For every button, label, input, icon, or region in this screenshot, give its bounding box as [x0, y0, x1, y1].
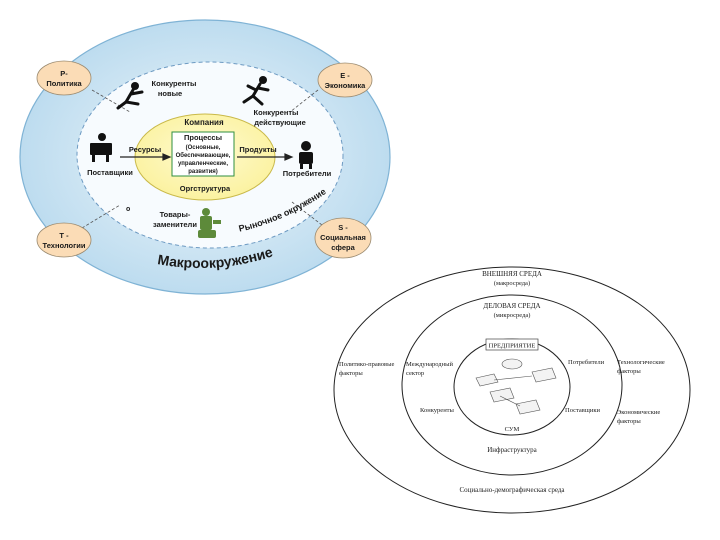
- svg-text:Экономика: Экономика: [325, 81, 366, 90]
- economic-factors-label: Экономические: [617, 409, 660, 416]
- social-demographic-label: Социально-демографическая среда: [459, 486, 565, 494]
- flow-arrows: [120, 153, 294, 161]
- pest-politics: Р- Политика: [36, 60, 92, 96]
- technological-factors-label: факторы: [617, 368, 641, 375]
- svg-text:Р-: Р-: [60, 69, 68, 78]
- existing-competitors-label: Конкуренты: [254, 108, 299, 117]
- enterprise-title: ПРЕДПРИЯТИЕ: [489, 343, 536, 350]
- svg-text:Т -: Т -: [59, 231, 69, 240]
- top-diagram: Р- Политика Е - Экономика Т - Технологии…: [19, 19, 391, 295]
- processes-line: развития): [188, 169, 218, 175]
- international-sector-label: Международный: [406, 361, 453, 368]
- substitutes-figure-icon: [198, 208, 221, 238]
- consumers-bottom-label: Потребители: [568, 359, 605, 366]
- business-environment-title: ДЕЛОВАЯ СРЕДА: [483, 302, 540, 310]
- processes-title: Процессы: [184, 133, 222, 142]
- new-competitor-figure-icon: [116, 82, 144, 110]
- economic-factors-label: факторы: [617, 418, 641, 425]
- svg-text:Социальная: Социальная: [320, 233, 366, 242]
- pest-economy: Е - Экономика: [317, 62, 373, 98]
- products-label: Продукты: [239, 145, 276, 154]
- consumers-label: Потребители: [283, 169, 332, 178]
- suppliers-bottom-label: Поставщики: [565, 407, 601, 414]
- pest-connectors: [81, 89, 323, 229]
- processes-line: (Основные,: [186, 145, 221, 151]
- technological-factors-label: Технологические: [617, 359, 665, 366]
- processes-line: управленческие,: [178, 161, 228, 167]
- company-label: Компания: [184, 118, 224, 127]
- political-legal-factors-label: факторы: [339, 370, 363, 377]
- new-competitors-label: Конкуренты: [152, 79, 197, 88]
- supplier-figure-icon: [90, 133, 112, 162]
- political-legal-factors-label: Политико-правовые: [339, 361, 394, 368]
- pest-technology: Т - Технологии: [36, 222, 92, 258]
- external-environment-subtitle: (макросреда): [494, 280, 530, 287]
- svg-text:Политика: Политика: [46, 79, 82, 88]
- enterprise-structure-shapes: [475, 358, 557, 415]
- enterprise-bottom-label: СУМ: [505, 426, 520, 433]
- svg-text:сфера: сфера: [331, 243, 355, 252]
- org-structure-label: Оргструктура: [180, 184, 231, 193]
- svg-text:Е -: Е -: [340, 71, 350, 80]
- pest-social: S - Социальная сфера: [314, 217, 372, 259]
- business-environment-subtitle: (микросреда): [494, 312, 531, 319]
- competitors-bottom-label: Конкуренты: [420, 407, 455, 414]
- existing-competitor-figure-icon: [242, 76, 270, 106]
- new-competitors-label: новые: [158, 89, 182, 98]
- international-sector-label: сектор: [406, 370, 424, 377]
- marker-glyph: o: [126, 206, 130, 213]
- svg-text:Технологии: Технологии: [43, 241, 86, 250]
- processes-line: Обеспечивающие,: [176, 152, 231, 159]
- suppliers-label: Поставщики: [87, 168, 133, 177]
- external-environment-title: ВНЕШНЯЯ СРЕДА: [482, 270, 542, 278]
- substitutes-label: Товары-: [160, 210, 191, 219]
- existing-competitors-label: действующие: [254, 118, 306, 127]
- enterprise-circle: [453, 338, 571, 436]
- infrastructure-label: Инфраструктура: [487, 446, 537, 454]
- enterprise-title-box: [485, 338, 539, 351]
- bottom-diagram: ВНЕШНЯЯ СРЕДА (макросреда) ДЕЛОВАЯ СРЕДА…: [333, 266, 691, 514]
- consumer-figure-icon: [299, 141, 313, 169]
- svg-text:S -: S -: [338, 223, 348, 232]
- resources-label: Ресурсы: [129, 145, 161, 154]
- substitutes-label: заменители: [153, 220, 197, 229]
- processes-box: [171, 131, 235, 177]
